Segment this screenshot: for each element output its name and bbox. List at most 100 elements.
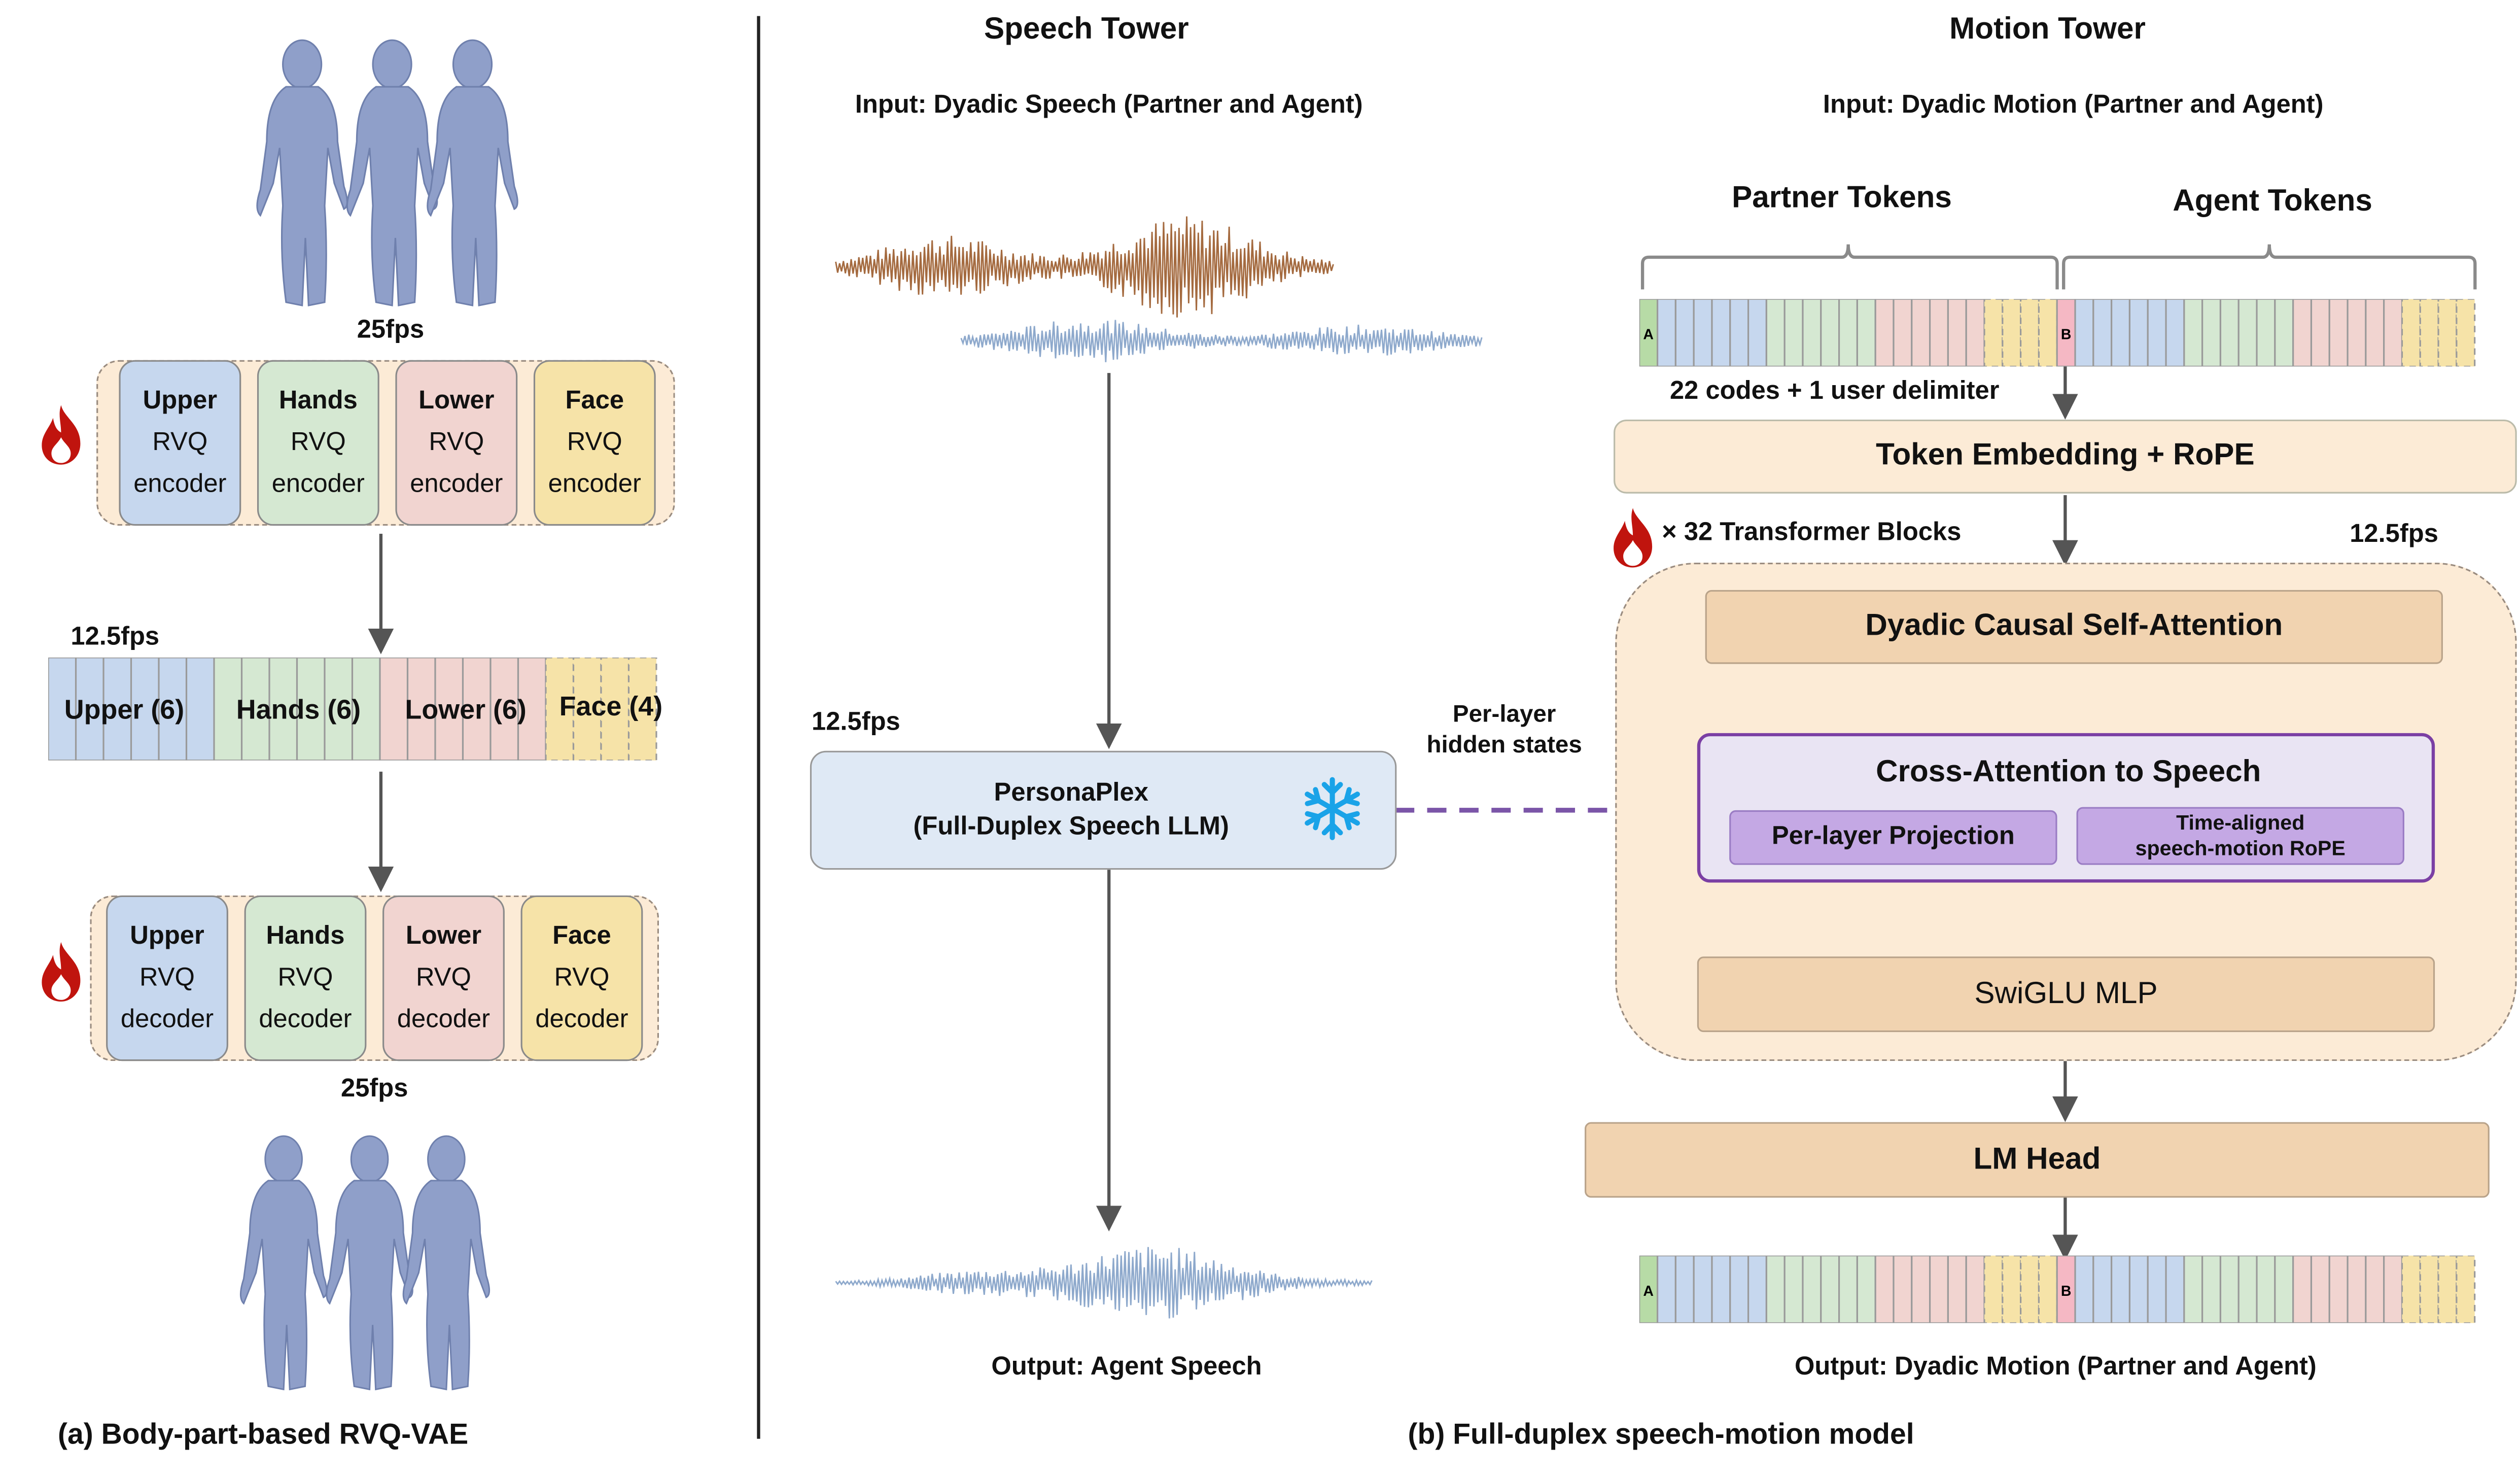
motion-token-cell (1929, 1255, 1949, 1323)
trainable-flame-icon (42, 405, 81, 465)
motion-token-cell (2256, 299, 2276, 367)
motion-token-cell (2147, 299, 2167, 367)
personaplex-box: PersonaPlex (Full-Duplex Speech LLM) (810, 750, 1397, 870)
motion-token-cell (2328, 299, 2349, 367)
motion-token-cell (1783, 1255, 1804, 1323)
motion-token-cell (2111, 1255, 2131, 1323)
motion-token-cell (1874, 299, 1895, 367)
token-cell (517, 657, 547, 761)
motion-token-cell (2437, 1255, 2458, 1323)
decoder-box-text: decoder (535, 1005, 628, 1033)
motion-token-cell (1911, 1255, 1931, 1323)
delimiter-label: B (2061, 1283, 2072, 1299)
motion-token-cell (1747, 1255, 1767, 1323)
output-avatars-image (239, 1135, 491, 1391)
cross-attention-box: Cross-Attention to Speech Per-layer Proj… (1697, 733, 2435, 883)
encoder-box-text: Face (565, 387, 624, 414)
motion-token-cell (1693, 1255, 1713, 1323)
motion-token-cell (1783, 299, 1804, 367)
motion-token-cell (2219, 299, 2239, 367)
motion-token-cell (2201, 1255, 2222, 1323)
decoder-box-text: RVQ (139, 964, 195, 991)
motion-token-cell (2310, 1255, 2330, 1323)
partner-brace (1640, 244, 2059, 290)
motion-token-cell (1802, 1255, 1822, 1323)
decoder-box-text: RVQ (277, 964, 333, 991)
waveform-path (835, 216, 1334, 318)
encoder-box-text: encoder (410, 470, 503, 498)
token-cell (379, 657, 409, 761)
cross-attention-title: Cross-Attention to Speech (1876, 755, 2261, 789)
input-fps-label: 25fps (357, 317, 425, 345)
motion-token-cell (2274, 299, 2294, 367)
output-speech-waveform (835, 1247, 1373, 1319)
motion-token-cell (2365, 299, 2385, 367)
per-layer-projection-box: Per-layer Projection (1729, 810, 2057, 865)
input-speech-waveform (835, 216, 1483, 362)
motion-token-cell (2219, 1255, 2239, 1323)
motion-token-cell (1965, 299, 1985, 367)
motion-token-cell (2038, 299, 2058, 367)
token-cell (185, 657, 215, 761)
partner-tokens-label: Partner Tokens (1732, 182, 1952, 216)
llm-title: PersonaPlex (994, 779, 1148, 807)
motion-token-cell (2401, 1255, 2421, 1323)
time-aligned-rope-box: Time-aligned speech-motion RoPE (2076, 807, 2404, 865)
speech-tower-title: Speech Tower (984, 13, 1189, 47)
motion-token-cell (1983, 1255, 2004, 1323)
motion-token-cell (1729, 299, 1749, 367)
motion-token-cell (1947, 299, 1967, 367)
motion-token-cell (1656, 1255, 1676, 1323)
encoder-box-text: RVQ (152, 428, 208, 456)
decoder-box-text: decoder (397, 1005, 491, 1033)
motion-token-cell (2456, 299, 2476, 367)
encoder-box-text: encoder (133, 470, 227, 498)
motion-token-cell (2419, 1255, 2439, 1323)
motion-tower-title: Motion Tower (1949, 13, 2146, 47)
motion-token-cell (1820, 1255, 1840, 1323)
motion-token-cell (2092, 1255, 2113, 1323)
motion-token-cell (2020, 1255, 2040, 1323)
encoder-box-text: encoder (548, 470, 641, 498)
token-fps-label: 12.5fps (71, 624, 160, 651)
decoder-box-text: Hands (266, 922, 345, 949)
motion-token-cell (1820, 299, 1840, 367)
motion-token-cell (2365, 1255, 2385, 1323)
motion-token-cell (2128, 1255, 2149, 1323)
motion-token-cell (2092, 299, 2113, 367)
motion-token-cell (1838, 299, 1858, 367)
motion-token-cell (2347, 299, 2367, 367)
motion-token-cell (1711, 299, 1731, 367)
decoder-box-text: Lower (405, 922, 482, 949)
speech-output-label: Output: Agent Speech (991, 1353, 1262, 1381)
motion-token-cell (2328, 1255, 2349, 1323)
motion-token-cell (2165, 1255, 2185, 1323)
encoder-box-text: Hands (278, 387, 358, 414)
motion-token-cell (2183, 1255, 2203, 1323)
motion-token-cell (2074, 299, 2094, 367)
token-cell (572, 657, 602, 761)
token-embedding-box: Token Embedding + RoPE (1614, 419, 2517, 494)
delimiter-label: A (1643, 327, 1654, 343)
motion-token-cell (1711, 1255, 1731, 1323)
motion-token-cell (1983, 299, 2004, 367)
waveform-path (960, 320, 1483, 362)
motion-token-cell (1765, 1255, 1786, 1323)
motion-token-cell (1874, 1255, 1895, 1323)
motion-token-cell (1747, 299, 1767, 367)
encoder-box-text: Lower (418, 387, 495, 414)
motion-token-cell (2237, 299, 2258, 367)
motion-token-cell (2237, 1255, 2258, 1323)
motion-token-cell (1911, 299, 1931, 367)
motion-token-cell (2002, 299, 2022, 367)
agent-brace (2062, 244, 2477, 290)
hidden-states-label: Per-layer hidden states (1426, 699, 1582, 760)
